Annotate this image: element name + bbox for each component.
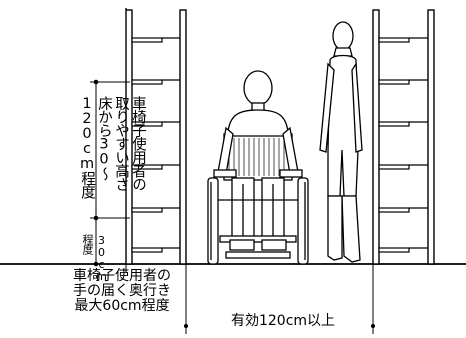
right-shelf-icon <box>372 9 435 265</box>
standing-person-icon <box>319 21 363 263</box>
right-shelf-boards <box>378 37 410 253</box>
height-dimension <box>90 79 130 267</box>
reach-depth-label: 車椅子使用者の 手の届く奥行き 最大60cm程度 <box>73 268 171 314</box>
left-shelf-boards <box>131 37 163 253</box>
reach-height-label: 車椅子使用者の 取りやすい高さ 床から30～ 120cm程度 <box>79 96 146 198</box>
width-dimension <box>125 264 376 334</box>
clear-width-label: 有効120cm以上 <box>230 313 336 329</box>
min-height-label: 30cm 程度 <box>81 234 108 282</box>
left-shelf-icon <box>125 8 187 265</box>
wheelchair-user-icon <box>207 70 309 265</box>
